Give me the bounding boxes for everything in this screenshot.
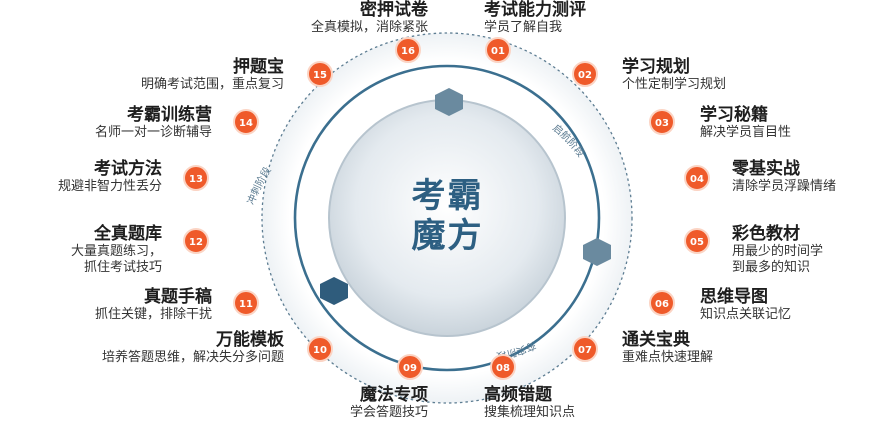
number-badge-16: 16 <box>395 37 421 63</box>
feature-description: 学会答题技巧 <box>349 405 428 420</box>
feature-description: 个性定制学习规划 <box>622 77 727 92</box>
feature-item-16: 密押试卷全真模拟，消除紧张 <box>128 0 428 36</box>
feature-title: 彩色教材 <box>732 224 800 244</box>
feature-title: 押题宝 <box>233 57 284 77</box>
feature-title: 考霸训练营 <box>127 105 212 125</box>
feature-description: 名师一对一诊断辅导 <box>94 125 212 140</box>
feature-item-06: 思维导图知识点关联记忆 <box>700 287 895 323</box>
feature-item-04: 零基实战清除学员浮躁情绪 <box>732 159 895 195</box>
feature-title: 学习秘籍 <box>700 105 768 125</box>
feature-item-15: 押题宝明确考试范围，重点复习 <box>0 57 284 93</box>
feature-item-02: 学习规划个性定制学习规划 <box>622 57 895 93</box>
feature-description: 大量真题练习， <box>70 244 162 259</box>
feature-description: 清除学员浮躁情绪 <box>732 179 837 194</box>
number-badge-03: 03 <box>649 109 675 135</box>
feature-item-14: 考霸训练营名师一对一诊断辅导 <box>0 105 212 141</box>
feature-description: 全真模拟，消除紧张 <box>310 20 428 35</box>
feature-title: 密押试卷 <box>360 0 428 20</box>
feature-item-03: 学习秘籍解决学员盲目性 <box>700 105 895 141</box>
feature-title: 思维导图 <box>700 287 768 307</box>
number-badge-14: 14 <box>233 109 259 135</box>
center-title-line1: 考霸 <box>411 176 484 216</box>
feature-description: 学员了解自我 <box>484 20 563 35</box>
feature-title: 通关宝典 <box>622 330 690 350</box>
hexagon-left <box>320 277 348 305</box>
number-badge-06: 06 <box>649 290 675 316</box>
feature-description: 培养答题思维，解决失分多问题 <box>101 350 284 365</box>
feature-description: 抓住考试技巧 <box>83 260 162 275</box>
center-title-line2: 魔方 <box>411 216 484 256</box>
feature-description: 规避非智力性丢分 <box>57 179 162 194</box>
feature-title: 魔法专项 <box>360 385 428 405</box>
feature-item-01: 考试能力测评学员了解自我 <box>484 0 784 36</box>
feature-description: 重难点快速理解 <box>622 350 714 365</box>
feature-description: 到最多的知识 <box>732 260 811 275</box>
feature-title: 考试能力测评 <box>484 0 586 20</box>
feature-item-12: 全真题库大量真题练习，抓住考试技巧 <box>0 224 162 276</box>
number-badge-08: 08 <box>490 354 516 380</box>
feature-description: 解决学员盲目性 <box>700 125 792 140</box>
hexagon-right <box>583 238 611 266</box>
feature-item-09: 魔法专项学会答题技巧 <box>128 385 428 421</box>
feature-description: 明确考试范围，重点复习 <box>140 77 284 92</box>
feature-item-08: 高频错题搜集梳理知识点 <box>484 385 784 421</box>
number-badge-09: 09 <box>397 354 423 380</box>
feature-title: 学习规划 <box>622 57 690 77</box>
feature-title: 真题手稿 <box>144 287 212 307</box>
feature-item-05: 彩色教材用最少的时间学到最多的知识 <box>732 224 895 276</box>
number-badge-05: 05 <box>684 228 710 254</box>
feature-title: 全真题库 <box>94 224 162 244</box>
number-badge-01: 01 <box>485 37 511 63</box>
number-badge-12: 12 <box>183 228 209 254</box>
feature-description: 知识点关联记忆 <box>700 307 792 322</box>
feature-item-13: 考试方法规避非智力性丢分 <box>0 159 162 195</box>
number-badge-02: 02 <box>572 61 598 87</box>
feature-title: 考试方法 <box>94 159 162 179</box>
feature-title: 高频错题 <box>484 385 552 405</box>
feature-title: 万能模板 <box>216 330 284 350</box>
number-badge-10: 10 <box>307 336 333 362</box>
feature-title: 零基实战 <box>732 159 800 179</box>
feature-item-07: 通关宝典重难点快速理解 <box>622 330 895 366</box>
hexagon-top <box>435 88 463 116</box>
number-badge-15: 15 <box>307 61 333 87</box>
number-badge-13: 13 <box>183 165 209 191</box>
feature-item-11: 真题手稿抓住关键，排除干扰 <box>0 287 212 323</box>
middle-ring <box>293 64 601 372</box>
feature-item-10: 万能模板培养答题思维，解决失分多问题 <box>0 330 284 366</box>
number-badge-11: 11 <box>233 290 259 316</box>
number-badge-07: 07 <box>572 336 598 362</box>
feature-description: 抓住关键，排除干扰 <box>94 307 212 322</box>
feature-description: 搜集梳理知识点 <box>484 405 576 420</box>
number-badge-04: 04 <box>684 165 710 191</box>
feature-description: 用最少的时间学 <box>732 244 824 259</box>
